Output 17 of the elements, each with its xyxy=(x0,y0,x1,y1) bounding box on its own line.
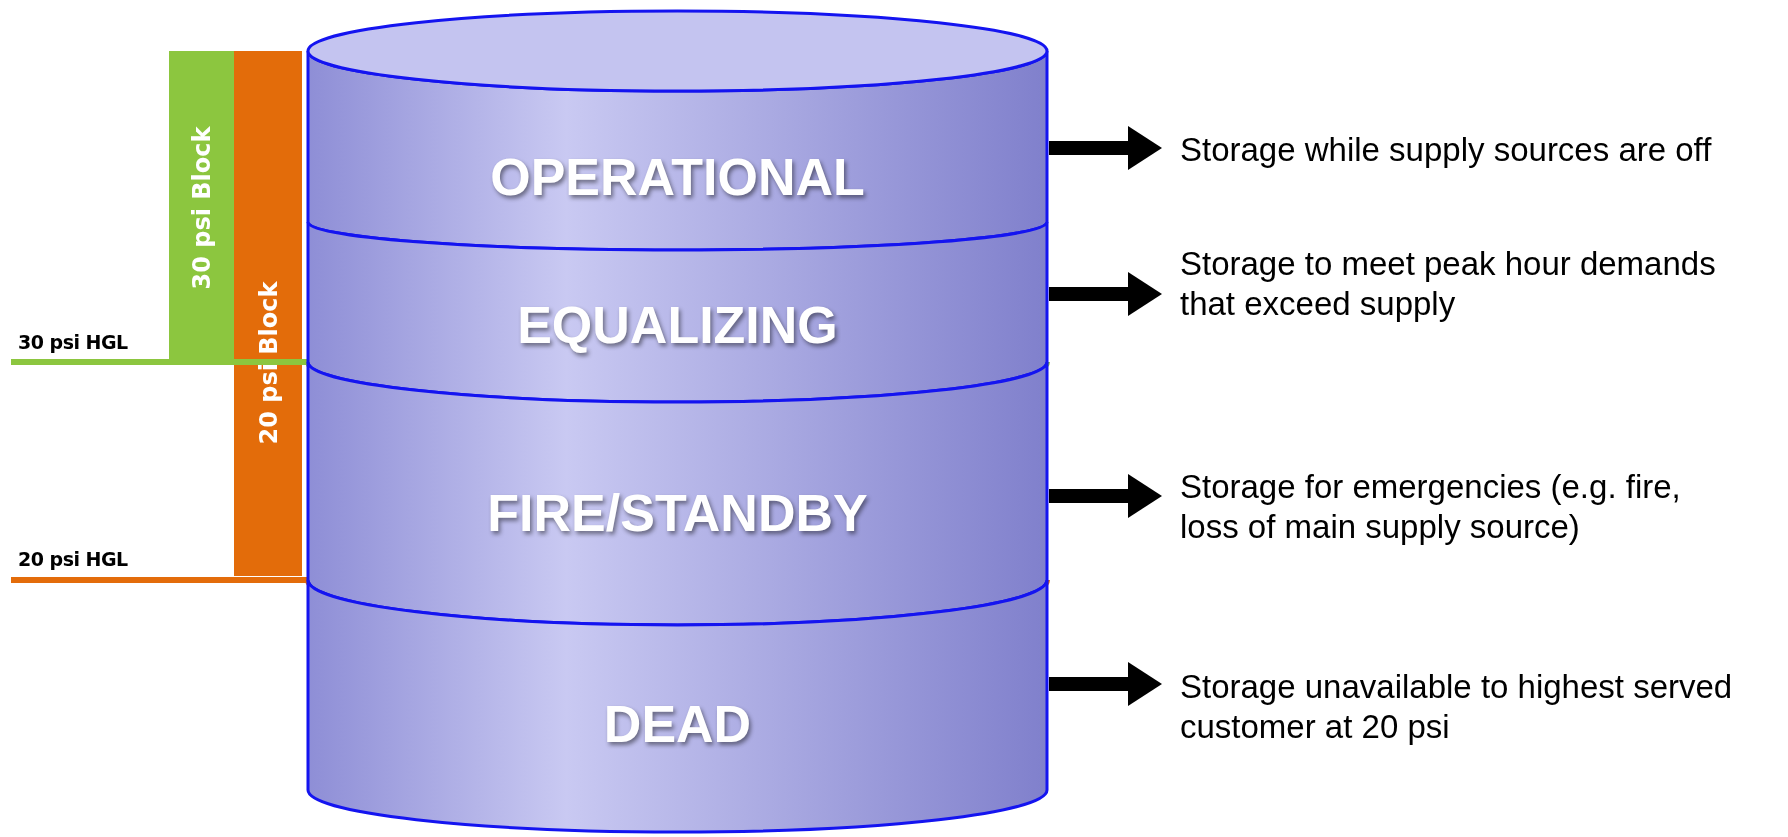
bar-label: 30 psi Block xyxy=(187,126,216,290)
layer-label: FIRE/STANDBY xyxy=(486,485,869,541)
hgl-label: 20 psi HGL xyxy=(18,548,128,570)
arrow xyxy=(1049,272,1162,316)
hgl-label: 30 psi HGL xyxy=(18,331,128,353)
layer-label: OPERATIONAL xyxy=(489,149,866,205)
description-text: Storage to meet peak hour demands that exceed supply xyxy=(1180,244,1740,324)
description-text: Storage for emergencies (e.g. fire, loss of main supply source) xyxy=(1180,467,1740,547)
arrow xyxy=(1049,126,1162,170)
bar-label: 20 psi Block xyxy=(254,281,282,444)
layer-label: DEAD xyxy=(602,696,753,752)
layer-label: EQUALIZING xyxy=(516,297,839,353)
arrow xyxy=(1049,662,1162,706)
pressure-block-bar xyxy=(234,51,302,576)
description-text: Storage while supply sources are off xyxy=(1180,130,1740,170)
description-text: Storage unavailable to highest served customer at 20 psi xyxy=(1180,667,1740,747)
arrow xyxy=(1049,474,1162,518)
